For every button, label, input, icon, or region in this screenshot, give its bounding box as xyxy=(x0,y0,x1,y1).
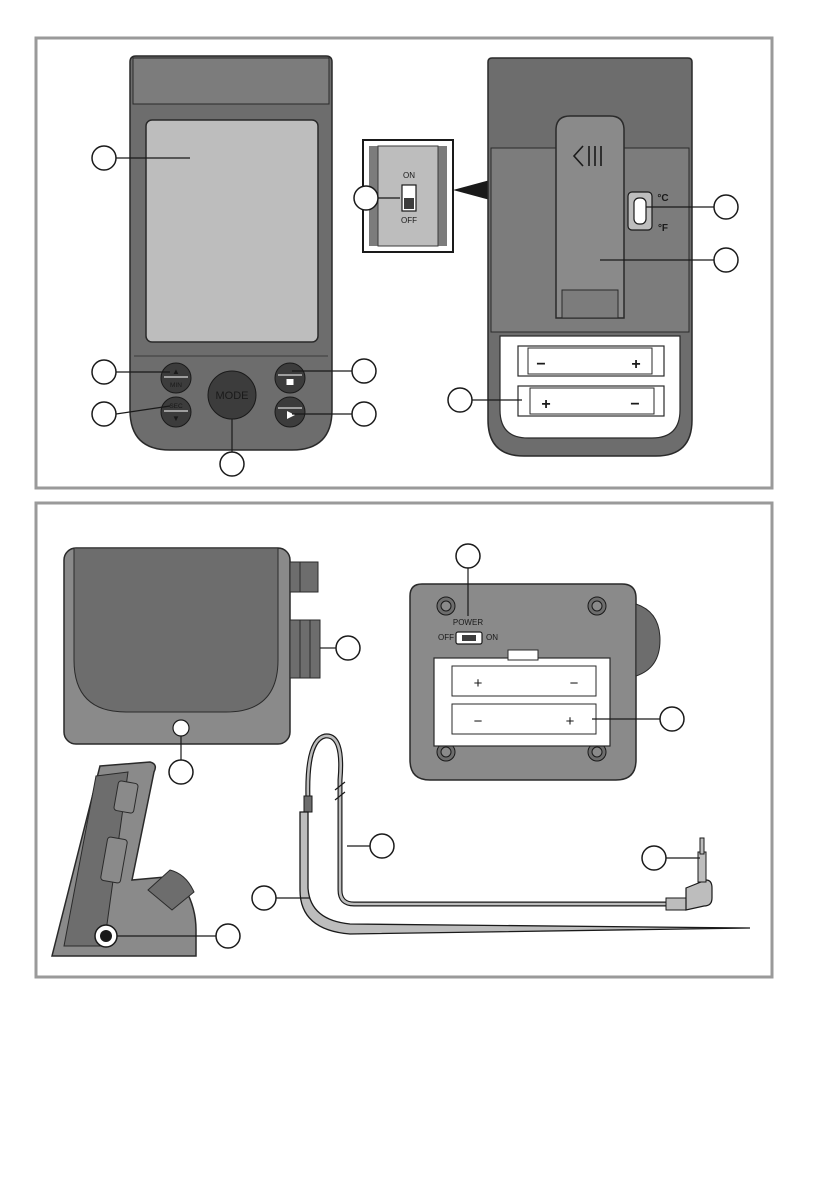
start-button[interactable] xyxy=(275,397,305,427)
svg-text:OFF: OFF xyxy=(401,216,417,225)
svg-text:ON: ON xyxy=(486,633,498,642)
svg-text:ON: ON xyxy=(403,171,415,180)
thermometer-back: °C °F − + + − xyxy=(488,58,692,456)
on-off-switch-inset: ON OFF xyxy=(354,140,490,252)
svg-text:+: + xyxy=(541,396,550,413)
svg-text:−: − xyxy=(630,396,639,413)
svg-text:−: − xyxy=(474,713,483,730)
svg-text:▲: ▲ xyxy=(172,367,180,376)
probe-tip xyxy=(300,812,750,934)
base-station-side xyxy=(52,762,196,956)
belt-clip xyxy=(556,116,624,318)
callouts-probe xyxy=(252,834,700,910)
min-up-button[interactable]: ▲ MIN xyxy=(161,363,191,393)
svg-text:POWER: POWER xyxy=(453,618,483,627)
screw-top-right xyxy=(588,597,606,615)
svg-text:°F: °F xyxy=(658,223,668,234)
svg-text:+: + xyxy=(474,675,483,692)
probe-jack-housing xyxy=(290,620,320,678)
mode-button[interactable]: MODE xyxy=(208,371,256,419)
inset-pointer-arrow xyxy=(453,180,490,200)
svg-text:OFF: OFF xyxy=(438,633,454,642)
svg-text:+: + xyxy=(566,713,575,730)
svg-text:SEC: SEC xyxy=(169,403,183,410)
battery-slot-2 xyxy=(518,386,664,416)
sensor-light xyxy=(173,720,189,736)
base-station-back: POWER OFF ON + − − + xyxy=(410,584,660,780)
screw-top-left xyxy=(437,597,455,615)
jack-plug xyxy=(686,880,712,910)
thermometer-front: ▲ MIN SEC ▼ MODE xyxy=(130,56,332,450)
svg-text:−: − xyxy=(536,356,545,373)
base-station-front xyxy=(64,548,320,744)
lcd-display xyxy=(146,120,318,342)
svg-text:−: − xyxy=(570,675,579,692)
stop-button[interactable] xyxy=(275,363,305,393)
sec-down-button[interactable]: SEC ▼ xyxy=(161,397,191,427)
svg-text:MIN: MIN xyxy=(170,382,182,389)
display-window xyxy=(74,548,278,712)
svg-text:+: + xyxy=(631,356,640,373)
svg-text:MODE: MODE xyxy=(216,390,249,402)
svg-text:▼: ▼ xyxy=(172,414,180,423)
svg-text:°C: °C xyxy=(657,193,668,204)
